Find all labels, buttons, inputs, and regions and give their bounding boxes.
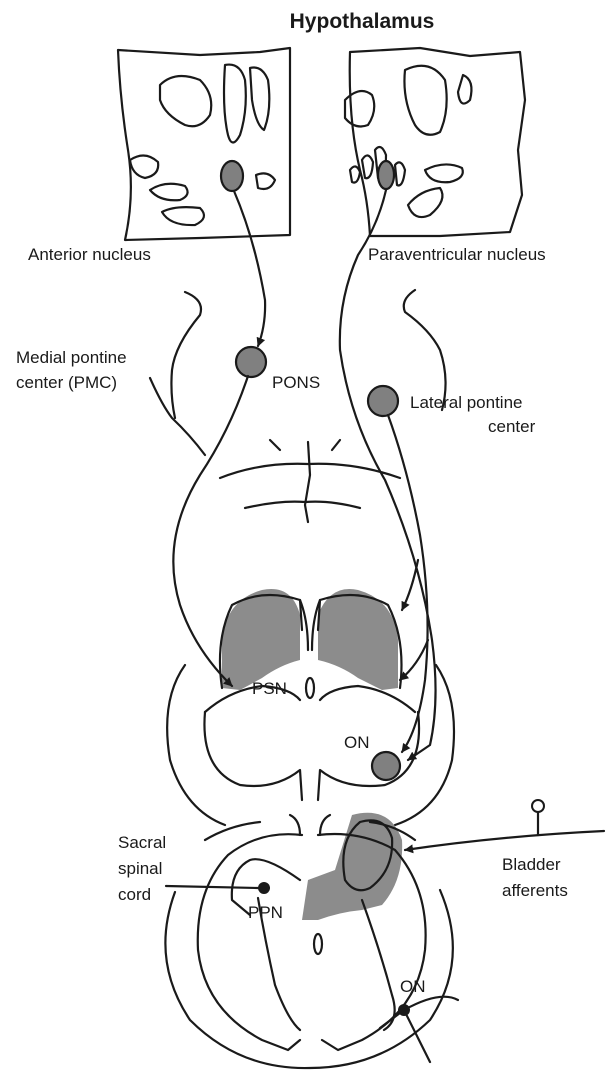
medial-pontine-label-line2: center (PMC) <box>16 373 117 392</box>
ppn-label: PPN <box>248 903 283 922</box>
bladder-afferents-label-line2: afferents <box>502 881 568 900</box>
sacral-cord-section <box>165 813 452 1068</box>
on-lower-label: ON <box>400 977 426 996</box>
hypothalamus-right-section <box>345 48 525 236</box>
bladder-afferents-label-line1: Bladder <box>502 855 561 874</box>
on-efferent-fiber-3 <box>404 1010 430 1062</box>
ppn-efferent-fiber <box>166 886 258 888</box>
on-efferent-fiber <box>380 1010 404 1028</box>
paraventricular-branch-upper <box>402 560 418 610</box>
anterior-to-pmc-pathway <box>234 191 265 346</box>
psn-label: PSN <box>252 679 287 698</box>
bladder-afferent-fiber <box>405 800 604 850</box>
ppn-marker <box>258 882 270 894</box>
anterior-nucleus-label: Anterior nucleus <box>28 245 151 264</box>
on-upper-label: ON <box>344 733 370 752</box>
upper-cord-section <box>167 589 454 825</box>
paraventricular-nucleus-marker <box>378 161 394 189</box>
lateral-pontine-label-line2: center <box>488 417 536 436</box>
pons-section-outline <box>150 290 446 522</box>
on-efferent-fiber-2 <box>404 997 458 1010</box>
sacral-label-line2: spinal <box>118 859 162 878</box>
anterior-nucleus-marker <box>221 161 243 191</box>
sacral-label-line1: Sacral <box>118 833 166 852</box>
pons-label: PONS <box>272 373 320 392</box>
diagram-title: Hypothalamus <box>290 10 435 33</box>
hypothalamus-left-section <box>118 48 290 240</box>
lateral-pontine-center-marker <box>368 386 398 416</box>
paraventricular-nucleus-label: Paraventricular nucleus <box>368 245 546 264</box>
onuf-nucleus-upper-marker <box>372 752 400 780</box>
lateral-pontine-label-line1: Lateral pontine <box>410 393 522 412</box>
paraventricular-branch-lower <box>400 640 428 680</box>
medial-pontine-center-marker <box>236 347 266 377</box>
medial-pontine-label-line1: Medial pontine <box>16 348 127 367</box>
sacral-label-line3: cord <box>118 885 151 904</box>
